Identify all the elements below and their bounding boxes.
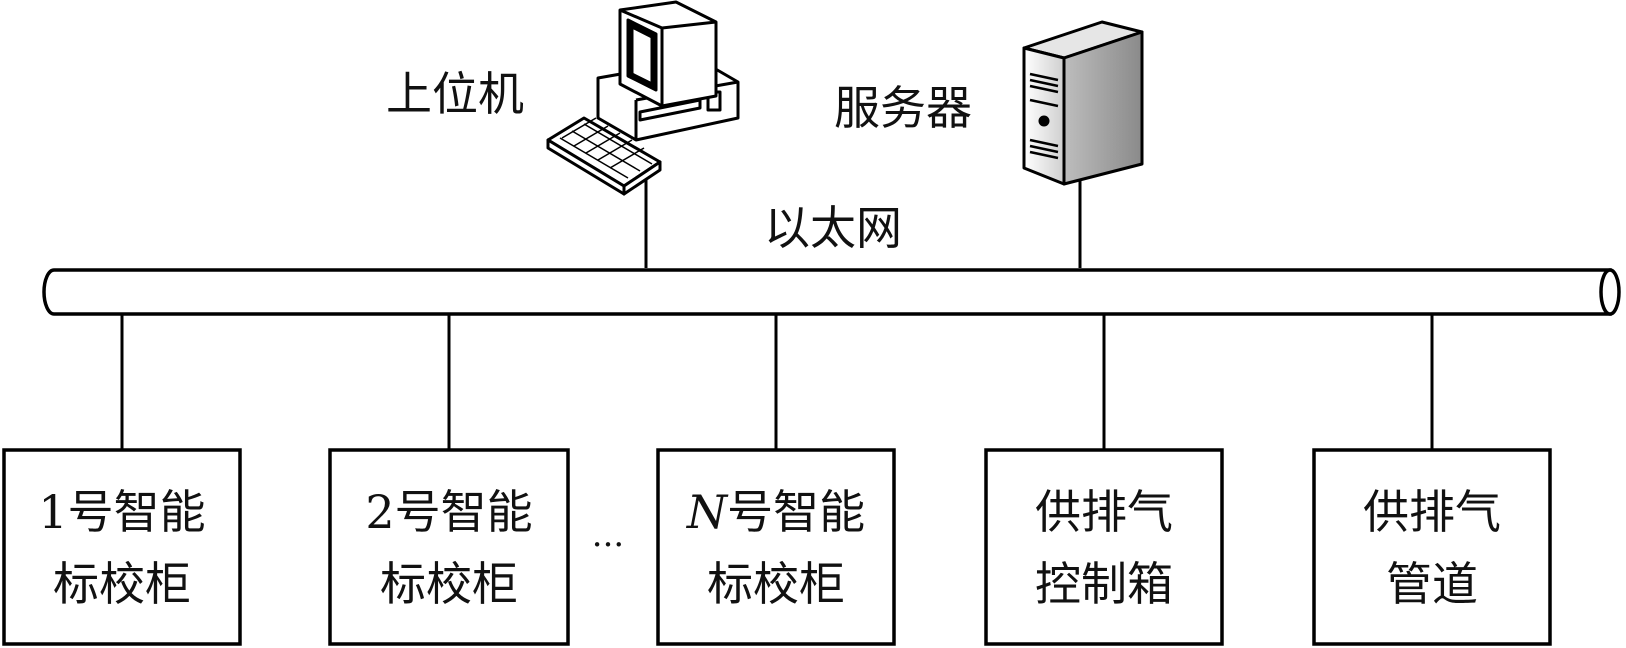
box-n-number: N (686, 485, 729, 539)
box-1-line1: 号智能 (68, 485, 206, 539)
box-n-line2: 标校柜 (707, 557, 845, 611)
ellipsis-label: ··· (592, 525, 624, 565)
device-connection-lines (120, 314, 1434, 450)
ethernet-bus (42, 268, 1621, 316)
box-1-number: 1 (38, 485, 67, 539)
device-box-pipe: 供排气 管道 (1312, 448, 1552, 646)
box-2-line1: 号智能 (395, 485, 533, 539)
device-box-n: N号智能 标校柜 (656, 448, 896, 646)
server-label: 服务器 (834, 81, 972, 135)
box-pipe-line2: 管道 (1386, 557, 1478, 611)
device-box-control: 供排气 控制箱 (984, 448, 1224, 646)
pc-label: 上位机 (386, 67, 524, 121)
computer-icon (546, 0, 740, 196)
box-n-line1: 号智能 (727, 485, 865, 539)
box-control-line2: 控制箱 (1035, 557, 1173, 611)
box-2-line2: 标校柜 (380, 557, 518, 611)
server-icon (1022, 20, 1144, 186)
device-box-1: 1号智能 标校柜 (2, 448, 242, 646)
svg-text:1号智能: 1号智能 (38, 485, 205, 539)
ethernet-label: 以太网 (764, 201, 902, 255)
svg-text:N号智能: N号智能 (686, 485, 865, 539)
box-1-line2: 标校柜 (53, 557, 191, 611)
box-2-number: 2 (365, 485, 394, 539)
svg-text:2号智能: 2号智能 (365, 485, 532, 539)
box-pipe-line1: 供排气 (1363, 485, 1501, 539)
device-box-2: 2号智能 标校柜 (328, 448, 570, 646)
box-control-line1: 供排气 (1035, 485, 1173, 539)
